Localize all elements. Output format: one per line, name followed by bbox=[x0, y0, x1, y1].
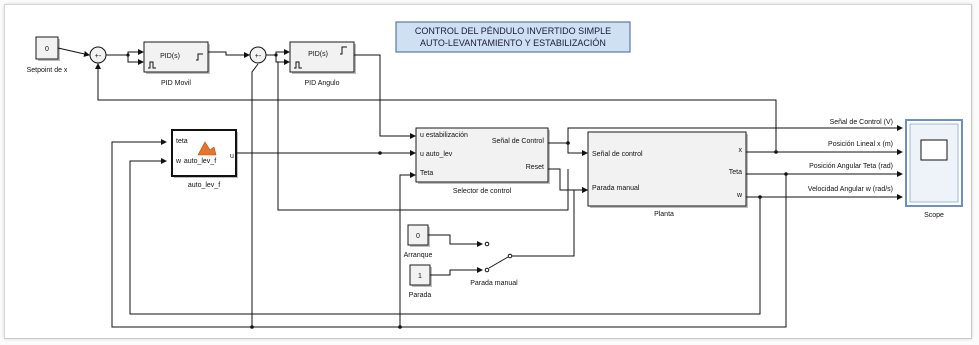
auto-lev-name: auto_lev_f bbox=[184, 158, 216, 165]
scope-block[interactable]: Scope bbox=[905, 119, 963, 219]
pid-movil-block[interactable]: PID(s) PID Movil bbox=[143, 41, 210, 87]
selector-in1: u estabilización bbox=[420, 132, 468, 139]
planta-label: Planta bbox=[654, 211, 674, 218]
parada-value: 1 bbox=[418, 273, 422, 280]
pid-movil-label: PID Movil bbox=[161, 80, 191, 87]
auto-lev-label: auto_lev_f bbox=[188, 182, 220, 189]
planta-in2: Parada manual bbox=[592, 185, 640, 192]
pid-movil-text: PID(s) bbox=[160, 53, 180, 60]
planta-out1: x bbox=[739, 147, 743, 154]
title-line-2: AUTO-LEVANTAMIENTO Y ESTABILIZACIÓN bbox=[420, 38, 606, 48]
setpoint-block[interactable]: 0 Setpoint de x bbox=[27, 36, 68, 74]
selector-in3: Teta bbox=[420, 170, 433, 177]
selector-out1: Señal de Control bbox=[492, 138, 545, 145]
planta-in1: Señal de control bbox=[592, 151, 643, 158]
scope-screen-icon bbox=[920, 139, 948, 161]
sum1-signs: +- bbox=[95, 53, 102, 60]
auto-lev-in2: w bbox=[175, 158, 182, 165]
manual-switch-block[interactable]: Parada manual bbox=[470, 241, 518, 287]
signal-label-x: Posición Lineal x (m) bbox=[828, 141, 893, 148]
setpoint-value: 0 bbox=[45, 46, 49, 53]
title-annotation[interactable]: CONTROL DEL PÉNDULO INVERTIDO SIMPLE AUT… bbox=[395, 21, 631, 53]
parada-label: Parada bbox=[409, 292, 432, 299]
sum-block-1[interactable]: +- bbox=[89, 46, 107, 64]
signal-label-control: Señal de Control (V) bbox=[830, 119, 893, 126]
signal-label-teta: Posición Angular Teta (rad) bbox=[809, 163, 893, 170]
sum2-signs: +- bbox=[255, 53, 262, 60]
matlab-icon bbox=[197, 141, 217, 156]
selector-block[interactable]: u estabilización u auto_lev Teta Señal d… bbox=[415, 127, 550, 195]
auto-lev-out: u bbox=[230, 153, 234, 160]
pid-angulo-text: PID(s) bbox=[308, 51, 328, 58]
arranque-label: Arranque bbox=[404, 252, 433, 259]
selector-label: Selector de control bbox=[453, 188, 512, 195]
selector-in2: u auto_lev bbox=[420, 151, 453, 158]
pid-angulo-label: PID Angulo bbox=[304, 80, 339, 87]
auto-lev-block[interactable]: teta w u auto_lev_f auto_lev_f bbox=[171, 129, 238, 189]
title-line-1: CONTROL DEL PÉNDULO INVERTIDO SIMPLE bbox=[415, 26, 611, 36]
planta-out2: Teta bbox=[729, 169, 742, 176]
planta-block[interactable]: Señal de control Parada manual x Teta w … bbox=[587, 131, 748, 218]
switch-label: Parada manual bbox=[470, 280, 518, 287]
scope-label: Scope bbox=[924, 212, 944, 219]
auto-lev-in1: teta bbox=[176, 138, 188, 145]
setpoint-label: Setpoint de x bbox=[27, 67, 68, 74]
arranque-block[interactable]: 0 Arranque bbox=[404, 224, 433, 259]
parada-block[interactable]: 1 Parada bbox=[409, 264, 432, 299]
planta-out3: w bbox=[736, 192, 743, 199]
selector-out2: Reset bbox=[526, 164, 544, 171]
sum-block-2[interactable]: +- bbox=[249, 46, 267, 64]
arranque-value: 0 bbox=[416, 233, 420, 240]
signal-label-w: Velocidad Angular w (rad/s) bbox=[808, 186, 893, 193]
pid-angulo-block[interactable]: PID(s) PID Angulo bbox=[289, 41, 356, 87]
signal-wires: Señal de Control (V) Posición Lineal x (… bbox=[57, 47, 903, 329]
